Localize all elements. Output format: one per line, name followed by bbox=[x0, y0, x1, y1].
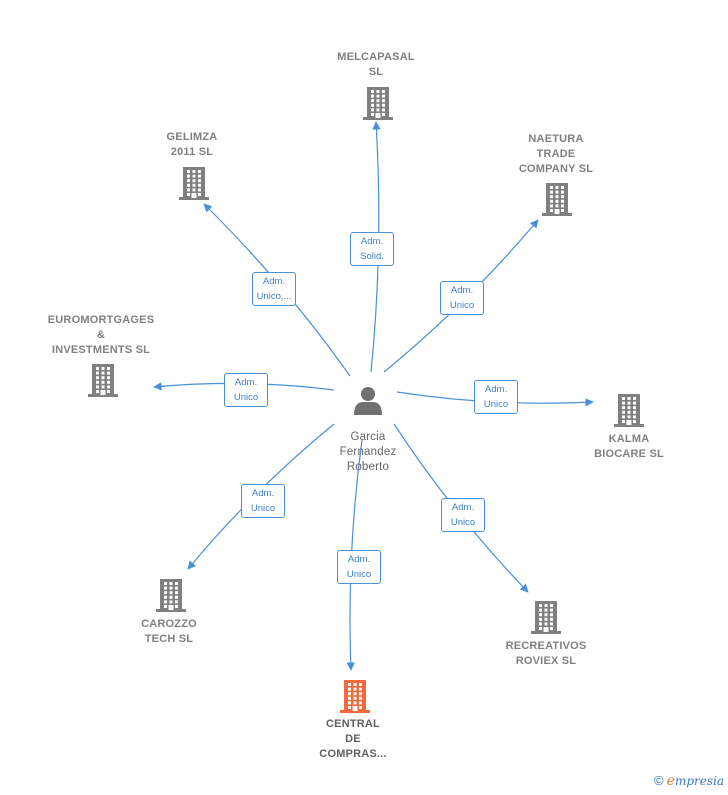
company-label-melcapasal-line: SL bbox=[368, 66, 384, 78]
building-icon-carozzo[interactable] bbox=[156, 579, 186, 612]
relation-label-line: Adm. bbox=[234, 377, 258, 388]
company-label-central[interactable]: CENTRAL DE COMPRAS... bbox=[268, 717, 438, 762]
company-label-carozzo-line: TECH SL bbox=[144, 633, 194, 645]
relation-label-melcapasal[interactable]: Adm. Solid. bbox=[350, 232, 394, 266]
brand-logo-text: mpresia bbox=[674, 774, 724, 788]
person-label-line: Fernandez bbox=[339, 446, 397, 458]
icons-layer bbox=[88, 87, 644, 713]
company-label-naetura-line: NAETURA bbox=[528, 133, 584, 145]
relation-label-line: Adm. bbox=[451, 502, 475, 513]
relation-label-line: Adm. bbox=[251, 488, 275, 499]
relation-label-line: Solid. bbox=[360, 251, 384, 262]
building-icon-melcapasal[interactable] bbox=[363, 87, 393, 120]
company-label-naetura-line: TRADE bbox=[536, 148, 576, 160]
relation-label-line: Unico bbox=[450, 517, 476, 528]
company-label-recreativos[interactable]: RECREATIVOS ROVIEX SL bbox=[461, 639, 631, 669]
relation-label-line: Adm. bbox=[360, 236, 384, 247]
relation-label-line: Unico bbox=[449, 300, 475, 311]
company-label-recreativos-line: RECREATIVOS bbox=[505, 640, 587, 652]
building-icon-euromortgages[interactable] bbox=[88, 364, 118, 397]
relation-label-kalma[interactable]: Adm. Unico bbox=[474, 380, 518, 414]
company-label-naetura-line: COMPANY SL bbox=[518, 163, 594, 175]
brand-logo-e: e bbox=[666, 773, 675, 789]
building-icon-naetura[interactable] bbox=[542, 183, 572, 216]
company-label-melcapasal-line: MELCAPASAL bbox=[337, 51, 415, 63]
building-icon-gelimza[interactable] bbox=[179, 167, 209, 200]
person-label-line: Garcia bbox=[350, 431, 386, 443]
relation-label-line: Unico,... bbox=[256, 291, 292, 302]
company-label-euromortgages[interactable]: EUROMORTGAGES & INVESTMENTS SL bbox=[16, 313, 186, 358]
empresia-brand[interactable]: ©empresia bbox=[654, 773, 724, 789]
relation-label-line: Adm. bbox=[484, 384, 508, 395]
person-icon[interactable] bbox=[354, 387, 382, 415]
company-label-naetura[interactable]: NAETURA TRADE COMPANY SL bbox=[471, 132, 641, 177]
company-label-central-line: DE bbox=[345, 733, 361, 745]
company-label-euromortgages-line: INVESTMENTS SL bbox=[51, 344, 151, 356]
company-label-carozzo-line: CAROZZO bbox=[141, 618, 197, 630]
company-label-gelimza-line: 2011 SL bbox=[170, 146, 214, 158]
company-label-kalma-line: BIOCARE SL bbox=[594, 448, 664, 460]
company-label-melcapasal[interactable]: MELCAPASAL SL bbox=[291, 50, 461, 80]
relation-label-line: Unico bbox=[250, 503, 276, 514]
relation-label-naetura[interactable]: Adm. Unico bbox=[440, 281, 484, 315]
relation-label-gelimza[interactable]: Adm. Unico,... bbox=[252, 272, 296, 306]
person-label-line: Roberto bbox=[346, 461, 390, 473]
relation-label-line: Unico bbox=[346, 569, 372, 580]
relation-label-recreativos[interactable]: Adm. Unico bbox=[441, 498, 485, 532]
company-label-euromortgages-line: EUROMORTGAGES bbox=[47, 314, 155, 326]
company-label-gelimza[interactable]: GELIMZA 2011 SL bbox=[107, 130, 277, 160]
company-label-central-line: CENTRAL bbox=[326, 718, 380, 730]
relation-label-line: Adm. bbox=[347, 554, 371, 565]
company-label-euromortgages-line: & bbox=[96, 329, 106, 341]
building-icon-recreativos[interactable] bbox=[531, 601, 561, 634]
company-label-gelimza-line: GELIMZA bbox=[166, 131, 218, 143]
relation-label-line: Adm. bbox=[262, 276, 286, 287]
copyright-icon: © bbox=[654, 773, 664, 788]
relation-label-central[interactable]: Adm. Unico bbox=[337, 550, 381, 584]
company-label-kalma[interactable]: KALMA BIOCARE SL bbox=[544, 432, 714, 462]
company-label-central-line: COMPRAS... bbox=[319, 748, 387, 760]
building-icon-kalma[interactable] bbox=[614, 394, 644, 427]
company-label-carozzo[interactable]: CAROZZO TECH SL bbox=[84, 617, 254, 647]
relation-label-carozzo[interactable]: Adm. Unico bbox=[241, 484, 285, 518]
company-label-recreativos-line: ROVIEX SL bbox=[515, 655, 577, 667]
relation-label-line: Unico bbox=[233, 392, 259, 403]
relation-label-line: Adm. bbox=[450, 285, 474, 296]
building-icon-central[interactable] bbox=[340, 680, 370, 713]
company-label-kalma-line: KALMA bbox=[608, 433, 650, 445]
relation-label-line: Unico bbox=[483, 399, 509, 410]
relation-label-euromortgages[interactable]: Adm. Unico bbox=[224, 373, 268, 407]
